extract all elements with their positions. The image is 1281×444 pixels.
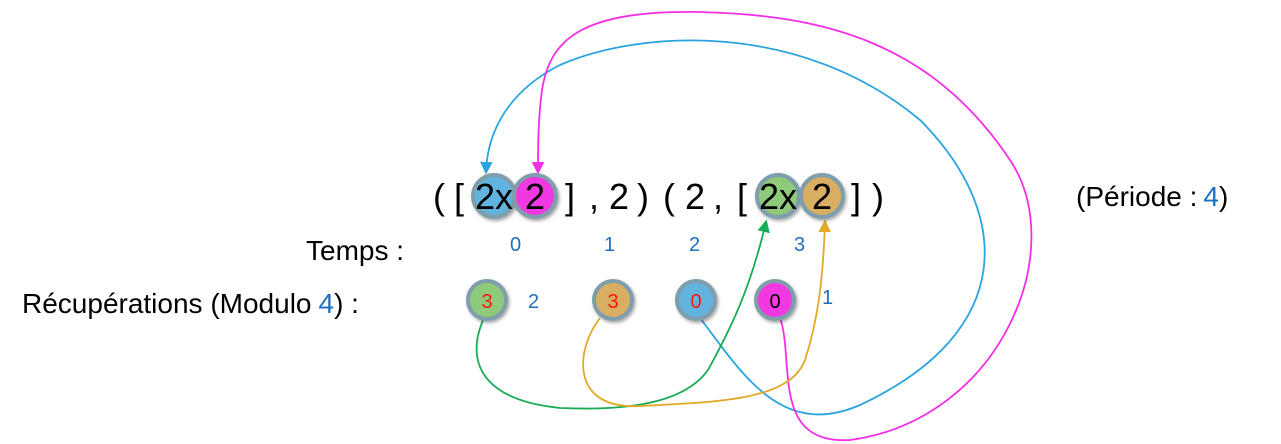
group2-value: 2 bbox=[812, 176, 832, 217]
recovery-circle-gold bbox=[592, 279, 634, 321]
sequence-close-paren-1: ) bbox=[637, 176, 649, 217]
group1-value: 2 bbox=[525, 176, 545, 217]
recovery-value-3: 0 bbox=[769, 291, 780, 313]
sequence-close-bracket-2: ] bbox=[851, 176, 861, 217]
sequence-comma-2: , bbox=[713, 176, 723, 217]
time-value-2: 2 bbox=[689, 234, 700, 256]
sequence-comma-1: , bbox=[589, 176, 599, 217]
recovery-value-2: 0 bbox=[690, 291, 701, 313]
time-label: Temps : bbox=[306, 235, 404, 266]
recovery-circle-magenta bbox=[754, 279, 796, 321]
recovery-label-suffix: ) : bbox=[334, 288, 359, 319]
sequence-open-bracket-1: [ bbox=[454, 176, 464, 217]
sequence-open-paren-2: ( bbox=[663, 176, 675, 217]
time-value-0: 0 bbox=[510, 234, 521, 256]
green-throw-arrow bbox=[475, 219, 770, 410]
group2-multiplier: 2x bbox=[759, 176, 797, 217]
recovery-modulo: 4 bbox=[319, 288, 335, 319]
sequence-single-1: 2 bbox=[609, 176, 629, 217]
time-value-3: 3 bbox=[794, 234, 805, 256]
sequence-close-bracket-1: ] bbox=[565, 176, 575, 217]
group1-value-circle bbox=[512, 173, 558, 219]
recovery-side-number-0: 2 bbox=[528, 291, 539, 313]
recovery-value-1: 3 bbox=[607, 291, 618, 313]
sequence-single-2: 2 bbox=[685, 176, 705, 217]
sequence-open-paren-1: ( bbox=[433, 176, 445, 217]
gold-throw-arrow bbox=[582, 219, 831, 407]
recovery-label-prefix: Récupérations (Modulo bbox=[22, 288, 312, 319]
group1-multiplier: 2x bbox=[475, 176, 513, 217]
period-prefix: (Période : bbox=[1076, 181, 1197, 212]
recovery-side-number-1: 1 bbox=[822, 287, 833, 309]
sequence-open-bracket-2: [ bbox=[737, 176, 747, 217]
time-value-1: 1 bbox=[604, 234, 615, 256]
period-suffix: ) bbox=[1219, 181, 1228, 212]
blue-throw-arrow bbox=[480, 39, 986, 416]
recovery-value-0: 3 bbox=[481, 291, 492, 313]
period-label: (Période :4) bbox=[1076, 181, 1228, 212]
magenta-throw-arrow bbox=[531, 11, 1033, 441]
recovery-circle-green bbox=[466, 279, 508, 321]
group2-value-circle bbox=[799, 173, 845, 219]
period-value: 4 bbox=[1203, 181, 1219, 212]
recovery-circle-blue bbox=[675, 279, 717, 321]
sequence-close-paren-2: ) bbox=[872, 176, 884, 217]
